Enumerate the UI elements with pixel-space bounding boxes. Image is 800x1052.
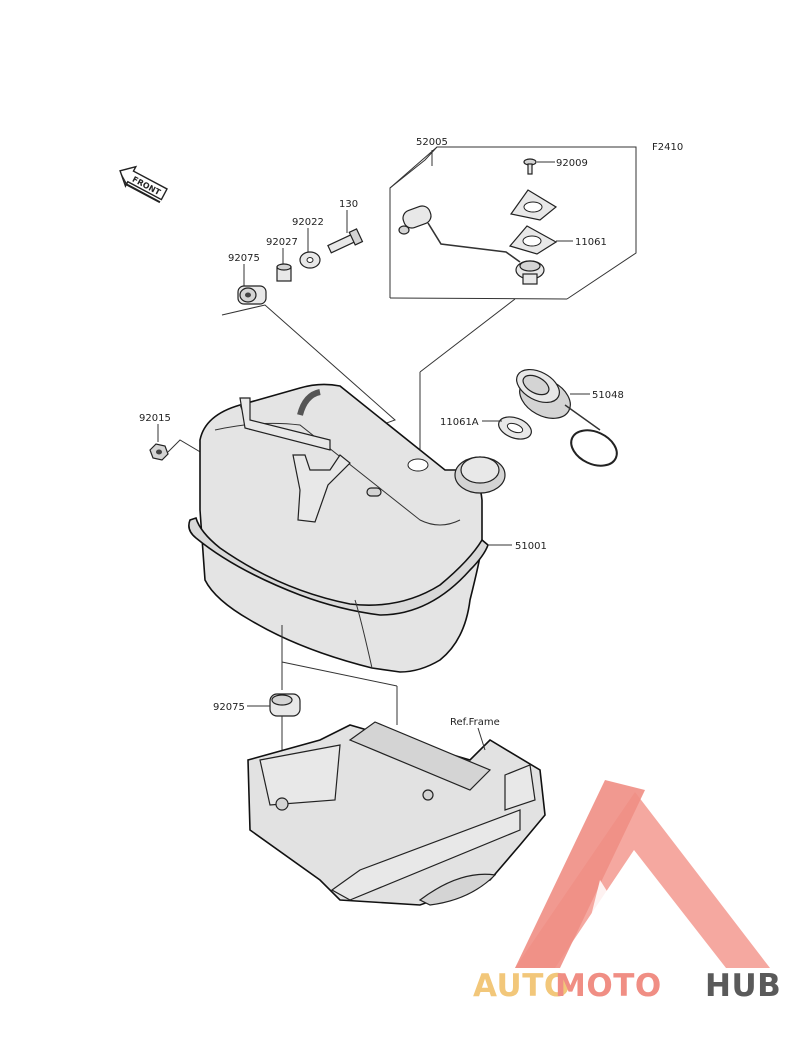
nut-92015-icon: [149, 443, 169, 461]
label-92027: 92027: [266, 237, 298, 248]
bolt-130-icon: [327, 228, 364, 254]
label-11061: 11061: [575, 237, 607, 248]
gasket-11061A-icon: [482, 416, 532, 440]
front-arrow-icon: FRONT: [119, 165, 168, 204]
label-51048: 51048: [592, 390, 624, 401]
label-92022: 92022: [292, 217, 324, 228]
automotohub-logo-icon: [515, 780, 770, 968]
damper-92075-upper-icon: [237, 285, 267, 305]
fuel-sender-unit: [398, 205, 545, 285]
label-92075-upper: 92075: [228, 253, 260, 264]
diagram-code: F2410: [652, 142, 683, 153]
gasket-11061-icon: [508, 225, 573, 255]
screw-92009-icon: [523, 158, 555, 175]
reference-frame: [247, 721, 546, 906]
damper-92075-lower-icon: [247, 693, 301, 717]
fuel-cap-51048-icon: [516, 368, 618, 467]
label-92075-lower: 92075: [213, 702, 245, 713]
washer-92022-icon: [299, 251, 321, 269]
brand-moto: MOTO: [555, 968, 662, 1004]
label-92015: 92015: [139, 413, 171, 424]
ref-frame-label: Ref.Frame: [450, 717, 500, 728]
fuel-tank-51001: [188, 383, 512, 673]
collar-92027-icon: [276, 263, 292, 282]
label-52005: 52005: [416, 137, 448, 148]
brand-hub: HUB: [705, 968, 781, 1004]
automotohub-wordmark: AUTO MOTO HUB: [473, 968, 781, 1004]
label-51001: 51001: [515, 541, 547, 552]
sender-assembly-frame: [389, 146, 637, 300]
label-92009: 92009: [556, 158, 588, 169]
sender-plate-upper: [509, 189, 558, 221]
brand-auto: AUTO: [473, 968, 571, 1004]
label-11061A: 11061A: [440, 417, 479, 428]
label-130: 130: [339, 199, 358, 210]
